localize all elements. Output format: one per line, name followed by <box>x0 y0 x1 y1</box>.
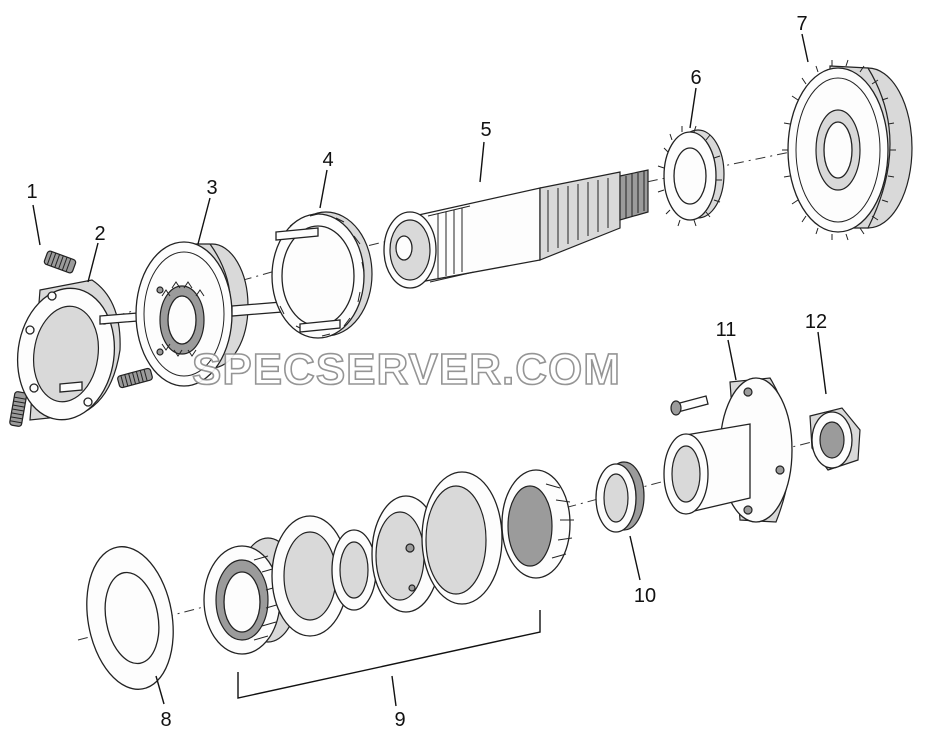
part-3-clutch-drum <box>135 241 283 387</box>
callout-6: 6 <box>690 67 701 89</box>
callout-12: 12 <box>805 311 827 333</box>
part-1-springs <box>9 250 153 427</box>
bracket-9 <box>237 610 541 699</box>
part-4-sync-ring <box>271 211 373 339</box>
callout-5: 5 <box>480 119 491 141</box>
callout-9: 9 <box>394 709 405 731</box>
part-11-output-flange <box>663 377 793 523</box>
callout-7: 7 <box>796 13 807 35</box>
part-2-flange-plate <box>16 279 151 421</box>
part-9-bearing-set <box>203 469 574 655</box>
callout-11: 11 <box>716 319 737 341</box>
callout-2: 2 <box>94 223 105 245</box>
callout-10: 10 <box>634 585 656 607</box>
part-6-gear-ring <box>657 125 725 227</box>
leader-lines <box>32 33 827 707</box>
callout-8: 8 <box>160 709 171 731</box>
callout-1: 1 <box>26 181 37 203</box>
watermark: SPECSERVER.COM <box>192 345 621 394</box>
part-7-large-gear <box>782 59 913 241</box>
part-8-thrust-washer <box>86 546 174 690</box>
part-5-mainshaft <box>383 169 649 289</box>
callout-4: 4 <box>322 149 333 171</box>
callout-3: 3 <box>206 177 217 199</box>
part-12-hex-nut <box>809 407 861 471</box>
lower-centerline <box>77 429 861 641</box>
part-10-seal-ring <box>595 461 645 533</box>
